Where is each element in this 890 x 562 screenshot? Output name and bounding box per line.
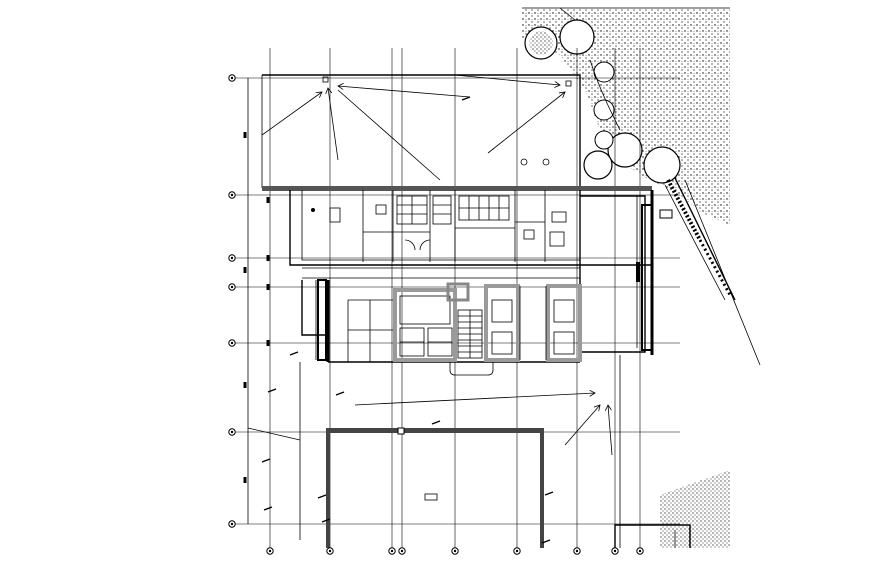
lift-lobbies: [484, 284, 582, 362]
grid-bubble-icon: [513, 547, 521, 555]
arrow-icon: [608, 405, 613, 456]
tree-group: [524, 7, 681, 184]
tag-mark: [317, 494, 327, 499]
column-marker: [243, 267, 247, 273]
tree-icon: [524, 26, 558, 60]
tag-mark: [261, 458, 271, 463]
stair-icon: [457, 309, 483, 359]
arrow-icon: [338, 86, 471, 98]
stair-core: [393, 288, 457, 362]
main-building: [262, 158, 654, 376]
arrow-icon: [328, 88, 339, 161]
grid-bubble-icon: [228, 74, 236, 82]
grid-bubble-icon: [228, 283, 236, 291]
grid-bubble-icon: [228, 191, 236, 199]
tree-icon: [643, 146, 681, 184]
grid-bubble-icon: [228, 254, 236, 262]
ramp: [659, 177, 761, 366]
column-marker: [243, 477, 247, 483]
column-marker: [243, 132, 247, 138]
grid-bubble-icon: [388, 547, 396, 555]
tag-mark: [544, 491, 554, 496]
tree-icon: [593, 99, 615, 121]
column-marker: [266, 284, 270, 290]
grid-bubble-icon: [326, 547, 334, 555]
furniture-icon: [311, 158, 567, 251]
tag-mark: [267, 388, 277, 393]
grid-bubble-icon: [228, 428, 236, 436]
grid-bubbles: [228, 74, 644, 555]
tag-mark: [321, 518, 331, 523]
grid-bubble-icon: [573, 547, 581, 555]
arrow-icon: [487, 92, 565, 154]
arrow-icon: [354, 393, 595, 406]
grid-bubble-icon: [266, 547, 274, 555]
arrow-icon: [564, 405, 600, 446]
tree-icon: [607, 132, 643, 168]
grid-bubble-icon: [228, 520, 236, 528]
tag-mark: [263, 506, 273, 511]
grid-bubble-icon: [398, 547, 406, 555]
tag-mark: [461, 96, 471, 101]
arrow-icon: [454, 74, 560, 85]
column-marker: [266, 255, 270, 261]
roof-terrace: [261, 74, 581, 189]
lower-courtyard: [247, 355, 621, 548]
grid-bubble-icon: [636, 547, 644, 555]
grid-bubble-icon: [451, 547, 459, 555]
grid-bubble-icon: [228, 339, 236, 347]
tag-mark: [541, 539, 551, 544]
stair-icon: [458, 195, 510, 221]
tree-icon: [594, 130, 614, 150]
grid-bubble-icon: [611, 547, 619, 555]
stair-icon: [396, 195, 428, 225]
column-marker: [266, 340, 270, 346]
tree-icon: [583, 150, 613, 180]
dimension-ticks: [243, 96, 554, 544]
stair-icon: [432, 195, 452, 225]
tag-mark: [335, 391, 345, 396]
arrow-icon: [261, 92, 322, 136]
column-marker: [243, 382, 247, 388]
column-marker: [266, 197, 270, 203]
tag-mark: [431, 420, 441, 425]
tag-mark: [289, 351, 299, 356]
